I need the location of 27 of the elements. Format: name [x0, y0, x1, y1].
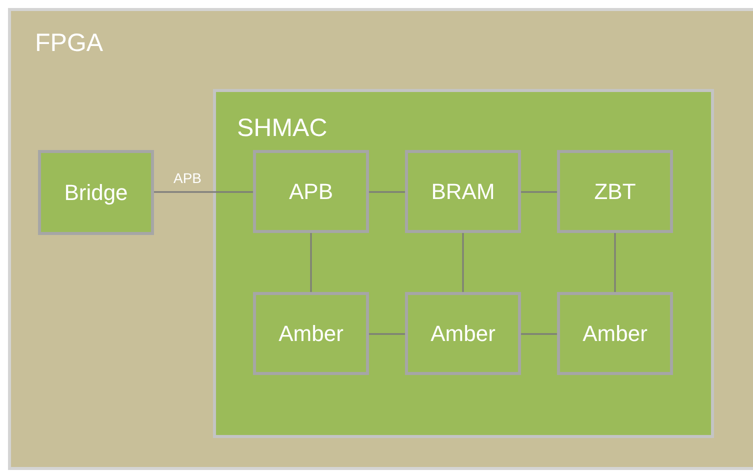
connector-line [462, 233, 464, 292]
block-label: ZBT [594, 180, 636, 202]
block-label: Amber [278, 322, 344, 344]
block-label: Bridge [64, 182, 128, 204]
block-box [405, 292, 521, 375]
block-box [253, 150, 369, 233]
block-label: Amber [430, 322, 496, 344]
group-panel [213, 89, 714, 438]
block-label: Amber [582, 322, 648, 344]
block-box [405, 150, 521, 233]
connector-line [369, 191, 405, 193]
block-box [253, 292, 369, 375]
group-panel [8, 8, 753, 470]
edge-label: APB [174, 171, 202, 185]
block-box [557, 150, 673, 233]
connector-line [521, 191, 557, 193]
block-label: APB [288, 180, 334, 202]
connector-line [369, 333, 405, 335]
connector-line [614, 233, 616, 292]
block-label: BRAM [431, 180, 495, 202]
connector-line [310, 233, 312, 292]
connector-line [521, 333, 557, 335]
block-box [557, 292, 673, 375]
group-title: FPGA [35, 31, 104, 56]
group-title: SHMAC [237, 116, 328, 141]
block-box [38, 150, 154, 235]
connector-line [154, 191, 253, 193]
